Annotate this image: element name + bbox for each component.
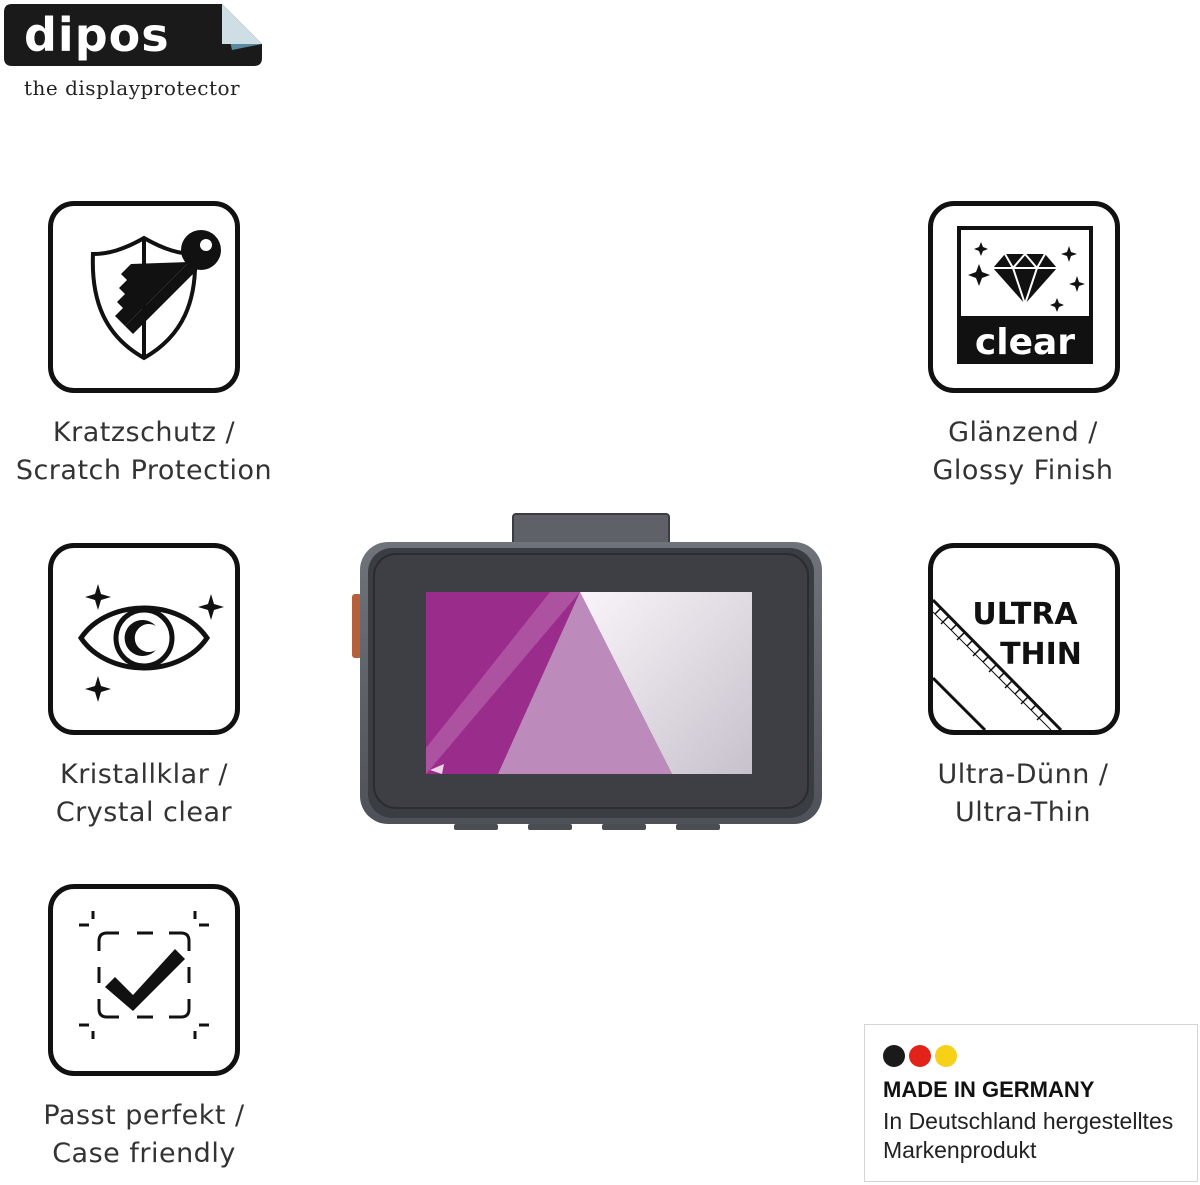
shield-key-icon xyxy=(90,230,221,361)
caption-line-en: Glossy Finish xyxy=(932,455,1114,486)
flag-dot-gold xyxy=(935,1045,957,1067)
glossy-finish-caption: Glänzend / Glossy Finish xyxy=(873,414,1173,490)
bottom-button-4 xyxy=(676,824,720,830)
caption-line-de: Passt perfekt / xyxy=(43,1100,245,1131)
glossy-finish-tile: clear xyxy=(928,201,1120,393)
icon-label-thin: THIN xyxy=(1000,637,1082,672)
check-frame-icon xyxy=(79,911,209,1039)
made-in-germany-title: MADE IN GERMANY xyxy=(883,1077,1095,1102)
crystal-clear-caption: Kristallklar / Crystal clear xyxy=(0,756,294,832)
caption-line-de: Kristallklar / xyxy=(60,759,228,790)
logo-badge xyxy=(4,4,262,66)
ultra-thin-ruler-icon: ULTRA THIN xyxy=(933,597,1082,730)
caption-line-en: Scratch Protection xyxy=(15,455,273,486)
dashcam-device xyxy=(352,513,822,830)
scratch-protection-tile xyxy=(48,201,240,393)
scratch-protection-caption: Kratzschutz / Scratch Protection xyxy=(0,414,294,490)
made-in-germany-subtitle: In Deutschland hergestelltes Markenprodu… xyxy=(883,1107,1193,1165)
brand-logo: dipos the displayprotector xyxy=(4,4,264,104)
caption-line-de: Glänzend / xyxy=(948,417,1098,448)
case-friendly-tile xyxy=(48,884,240,1076)
caption-line-en: Case friendly xyxy=(52,1138,236,1169)
ultra-thin-caption: Ultra-Dünn / Ultra-Thin xyxy=(873,756,1173,832)
ultra-thin-tile: ULTRA THIN xyxy=(928,543,1120,735)
icon-label-ultra: ULTRA xyxy=(972,597,1078,632)
bottom-button-1 xyxy=(454,824,498,830)
bottom-button-2 xyxy=(528,824,572,830)
flag-dot-black xyxy=(883,1045,905,1067)
crystal-clear-tile xyxy=(48,543,240,735)
caption-line-de: Kratzschutz / xyxy=(52,417,236,448)
caption-line-en: Crystal clear xyxy=(55,797,233,828)
made-in-line-2: Markenprodukt xyxy=(883,1137,1037,1163)
eye-sparkle-icon xyxy=(77,584,224,702)
bottom-button-3 xyxy=(602,824,646,830)
made-in-line-1: In Deutschland hergestelltes xyxy=(883,1108,1174,1134)
icon-label-clear: clear xyxy=(975,322,1075,363)
diamond-clear-icon: clear xyxy=(957,226,1093,364)
caption-line-de: Ultra-Dünn / xyxy=(937,759,1109,790)
side-button xyxy=(352,594,362,658)
brand-name: dipos xyxy=(24,8,170,62)
flag-dot-red xyxy=(909,1045,931,1067)
brand-tagline: the displayprotector xyxy=(24,76,241,100)
case-friendly-caption: Passt perfekt / Case friendly xyxy=(0,1097,294,1173)
made-in-germany-badge: MADE IN GERMANY In Deutschland hergestel… xyxy=(864,1024,1198,1182)
caption-line-en: Ultra-Thin xyxy=(955,797,1091,828)
